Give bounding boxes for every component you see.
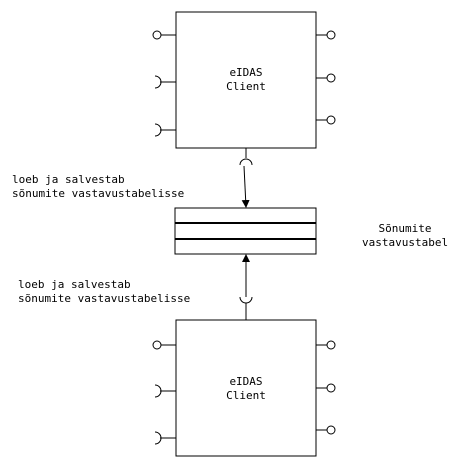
provided-interface-icon xyxy=(152,340,162,350)
required-interface-icon xyxy=(239,296,253,304)
connection-bottom-label-line2: sõnumite vastavustabelisse xyxy=(18,292,191,305)
provided-interface-icon xyxy=(326,30,336,40)
required-interface-icon xyxy=(239,158,253,166)
component-bottom xyxy=(152,296,336,457)
component-bottom-title: eIDAS Client xyxy=(176,375,316,403)
provided-interface-icon xyxy=(326,115,336,125)
component-bottom-right-ports xyxy=(316,340,336,435)
datastore-box xyxy=(174,207,317,255)
provided-interface-icon xyxy=(326,425,336,435)
required-interface-icon xyxy=(154,123,162,137)
datastore-label-line2: vastavustabel xyxy=(362,236,449,249)
component-top-title: eIDAS Client xyxy=(176,66,316,94)
provided-interface-icon xyxy=(326,73,336,83)
component-top-box xyxy=(175,11,317,149)
connection-bottom-label: loeb ja salvestab sõnumite vastavustabel… xyxy=(18,278,190,306)
datastore-label-line1: Sõnumite xyxy=(378,222,432,235)
connection-top-label-line2: sõnumite vastavustabelisse xyxy=(12,187,185,200)
datastore-label: Sõnumite vastavustabel xyxy=(362,222,448,250)
component-top-title-line2: Client xyxy=(226,80,266,93)
component-bottom-left-ports xyxy=(152,340,176,445)
component-top-right-ports xyxy=(316,30,336,125)
component-top-left-ports xyxy=(152,30,176,137)
component-bottom-top-port xyxy=(239,296,253,320)
required-interface-icon xyxy=(154,75,162,89)
connection-top-arrow xyxy=(241,165,250,208)
provided-interface-icon xyxy=(152,30,162,40)
datastore xyxy=(174,207,317,255)
required-interface-icon xyxy=(154,384,162,398)
connection-bottom-label-line1: loeb ja salvestab xyxy=(18,278,131,291)
component-bottom-title-line1: eIDAS xyxy=(229,375,263,388)
required-interface-icon xyxy=(154,431,162,445)
component-bottom-box xyxy=(175,319,317,457)
connection-top-label-line1: loeb ja salvestab xyxy=(12,173,125,186)
component-top xyxy=(152,11,336,166)
provided-interface-icon xyxy=(326,340,336,350)
connection-top-label: loeb ja salvestab sõnumite vastavustabel… xyxy=(12,173,184,201)
component-top-title-line1: eIDAS xyxy=(229,66,263,79)
component-top-bottom-port xyxy=(239,148,253,166)
provided-interface-icon xyxy=(326,383,336,393)
component-bottom-title-line2: Client xyxy=(226,389,266,402)
